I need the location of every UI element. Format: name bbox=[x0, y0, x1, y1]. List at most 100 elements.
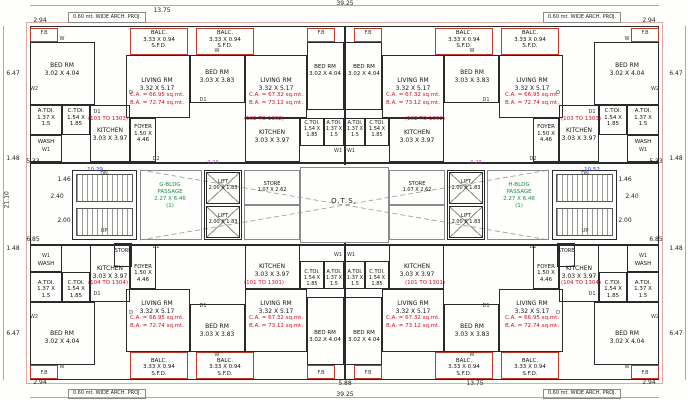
arch-proj-callout-bottom bbox=[543, 389, 621, 399]
window-marker: W bbox=[470, 48, 475, 54]
passage-h-label-line: PASSAGE bbox=[506, 189, 532, 195]
attached-toilet-2-label-line: 1.37 X bbox=[346, 275, 364, 281]
living-room-2-label-line: LIVING RM bbox=[260, 300, 292, 307]
window-marker-line: W bbox=[214, 48, 220, 54]
dim-10-29: 10.29 bbox=[87, 167, 103, 174]
stair-dn-label-line: DN bbox=[581, 171, 589, 177]
bedroom-center bbox=[307, 42, 344, 110]
kitchen bbox=[559, 245, 599, 302]
outer-projection-line bbox=[26, 22, 663, 384]
flat-number-102-line: (102 TO 1302) bbox=[405, 116, 445, 122]
bedroom-corner-label-line: 3.02 X 4.04 bbox=[44, 69, 80, 77]
attached-toilet-2 bbox=[324, 261, 344, 289]
dim-1-48: 1.48 bbox=[669, 155, 682, 163]
lift-lower-label-line: 2.00 X 1.83 bbox=[208, 219, 238, 225]
window-marker-line: W bbox=[59, 36, 65, 42]
wash-label-line: WASH bbox=[634, 260, 652, 267]
lift-upper-label-line: LIFT bbox=[217, 179, 229, 185]
lift-lower-label-line: LIFT bbox=[217, 213, 229, 219]
dim-1-48-line: 1.48 bbox=[669, 244, 683, 252]
door-marker-d1-inner: D1 bbox=[482, 97, 489, 103]
bedroom-corner bbox=[30, 302, 95, 365]
dim-0-23: 0.23 bbox=[470, 160, 481, 166]
attached-toilet-label-line: 1.5 bbox=[638, 121, 648, 127]
foyer-label-line: 4.46 bbox=[539, 137, 553, 143]
bedroom-corner-label-line: 3.02 X 4.04 bbox=[609, 69, 645, 77]
balcony-label-line: 3.33 X 0.94 bbox=[143, 36, 175, 43]
living-room-2 bbox=[245, 289, 307, 352]
flower-bed-center bbox=[307, 365, 335, 379]
attached-toilet-label-line: 1.37 X bbox=[634, 114, 652, 121]
stair-flight-lower bbox=[76, 208, 133, 236]
kitchen-label-line: 3.03 X 3.97 bbox=[561, 272, 597, 280]
bedroom-center-label-line: 3.02 X 4.04 bbox=[348, 70, 380, 77]
foyer-label-line: FOYER bbox=[134, 124, 152, 130]
attached-toilet-2 bbox=[324, 118, 344, 146]
stair-dn-label-line: DN bbox=[100, 171, 108, 177]
balcony-2 bbox=[196, 28, 254, 55]
kitchen-2 bbox=[389, 118, 444, 162]
dim-13-75-bottom-line: 13.75 bbox=[466, 380, 484, 387]
window-marker-w1-line: W1 bbox=[638, 252, 648, 259]
foyer-label-line: 1.50 X bbox=[134, 130, 152, 137]
door-marker-d: D bbox=[129, 310, 133, 316]
attached-toilet-2-label-line: 1.5 bbox=[351, 281, 359, 287]
kitchen-label-line: KITCHEN bbox=[566, 265, 592, 272]
living-room-label-line: LIVING RM bbox=[141, 300, 173, 307]
store-label: STORE bbox=[115, 248, 132, 254]
kitchen-2-label-line: KITCHEN bbox=[259, 263, 285, 270]
window-marker-w2-line: W2 bbox=[29, 86, 39, 92]
door-marker-d1-inner: D1 bbox=[199, 303, 206, 309]
dim-2-40: 2.40 bbox=[50, 193, 63, 201]
common-toilet-2-label-line: 1.85 bbox=[306, 132, 318, 138]
dim-0-23-line: 0.23 bbox=[207, 160, 219, 166]
attached-toilet bbox=[30, 105, 62, 135]
living-room-label-line: C.A. = 66.95 sq.mt. bbox=[130, 92, 184, 98]
door-marker-d1-inner-line: D1 bbox=[199, 97, 207, 103]
door-marker-d2-line: D2 bbox=[152, 156, 160, 162]
door-marker-d1-inner: D1 bbox=[199, 97, 206, 103]
stair-dn-label: DN bbox=[100, 171, 108, 177]
living-room-label-line: C.A. = 66.95 sq.mt. bbox=[130, 315, 184, 321]
dim-2-40-line: 2.40 bbox=[625, 193, 639, 200]
flower-bed-label: F.B bbox=[40, 370, 47, 376]
common-toilet-2-label-line: 1.54 X bbox=[303, 126, 321, 132]
bedroom-corner-label-line: BED RM bbox=[615, 62, 639, 69]
kitchen bbox=[559, 105, 599, 162]
door-marker-d-line: D bbox=[556, 90, 560, 96]
living-room-label-line: 3.32 X 5.17 bbox=[514, 84, 550, 92]
dim-2-00: 2.00 bbox=[57, 217, 70, 225]
living-room-2 bbox=[245, 55, 307, 118]
flower-bed-label-line: F.B bbox=[40, 369, 48, 376]
dim-6-47-line: 6.47 bbox=[669, 70, 683, 77]
dim-1-46-line: 1.46 bbox=[618, 176, 632, 183]
window-marker-line: W bbox=[469, 351, 475, 358]
flat-number-101: (101 TO 1301) bbox=[405, 280, 445, 288]
common-toilet-label-line: 1.54 X bbox=[604, 286, 622, 292]
attached-toilet-label-line: A.TOI. bbox=[37, 108, 55, 114]
living-room-2-label-line: B.A. = 73.12 sq.mt. bbox=[386, 322, 440, 329]
common-toilet-label-line: C.TOI. bbox=[604, 108, 622, 114]
flower-bed-center bbox=[354, 365, 382, 379]
window-marker: W bbox=[60, 364, 65, 370]
dim-5-33: 5.33 bbox=[649, 158, 662, 166]
flower-bed-center bbox=[354, 28, 382, 42]
dim-13-75-top: 13.75 bbox=[153, 7, 170, 15]
arch-proj-note-bottom-line: 0.60 mt. WIDE ARCH. PROJ. bbox=[547, 390, 617, 396]
dimension-line-bottom bbox=[30, 397, 659, 398]
door-marker-d1-inner-line: D1 bbox=[482, 302, 490, 309]
flat-number-104: (104 TO 1304) bbox=[561, 280, 601, 288]
